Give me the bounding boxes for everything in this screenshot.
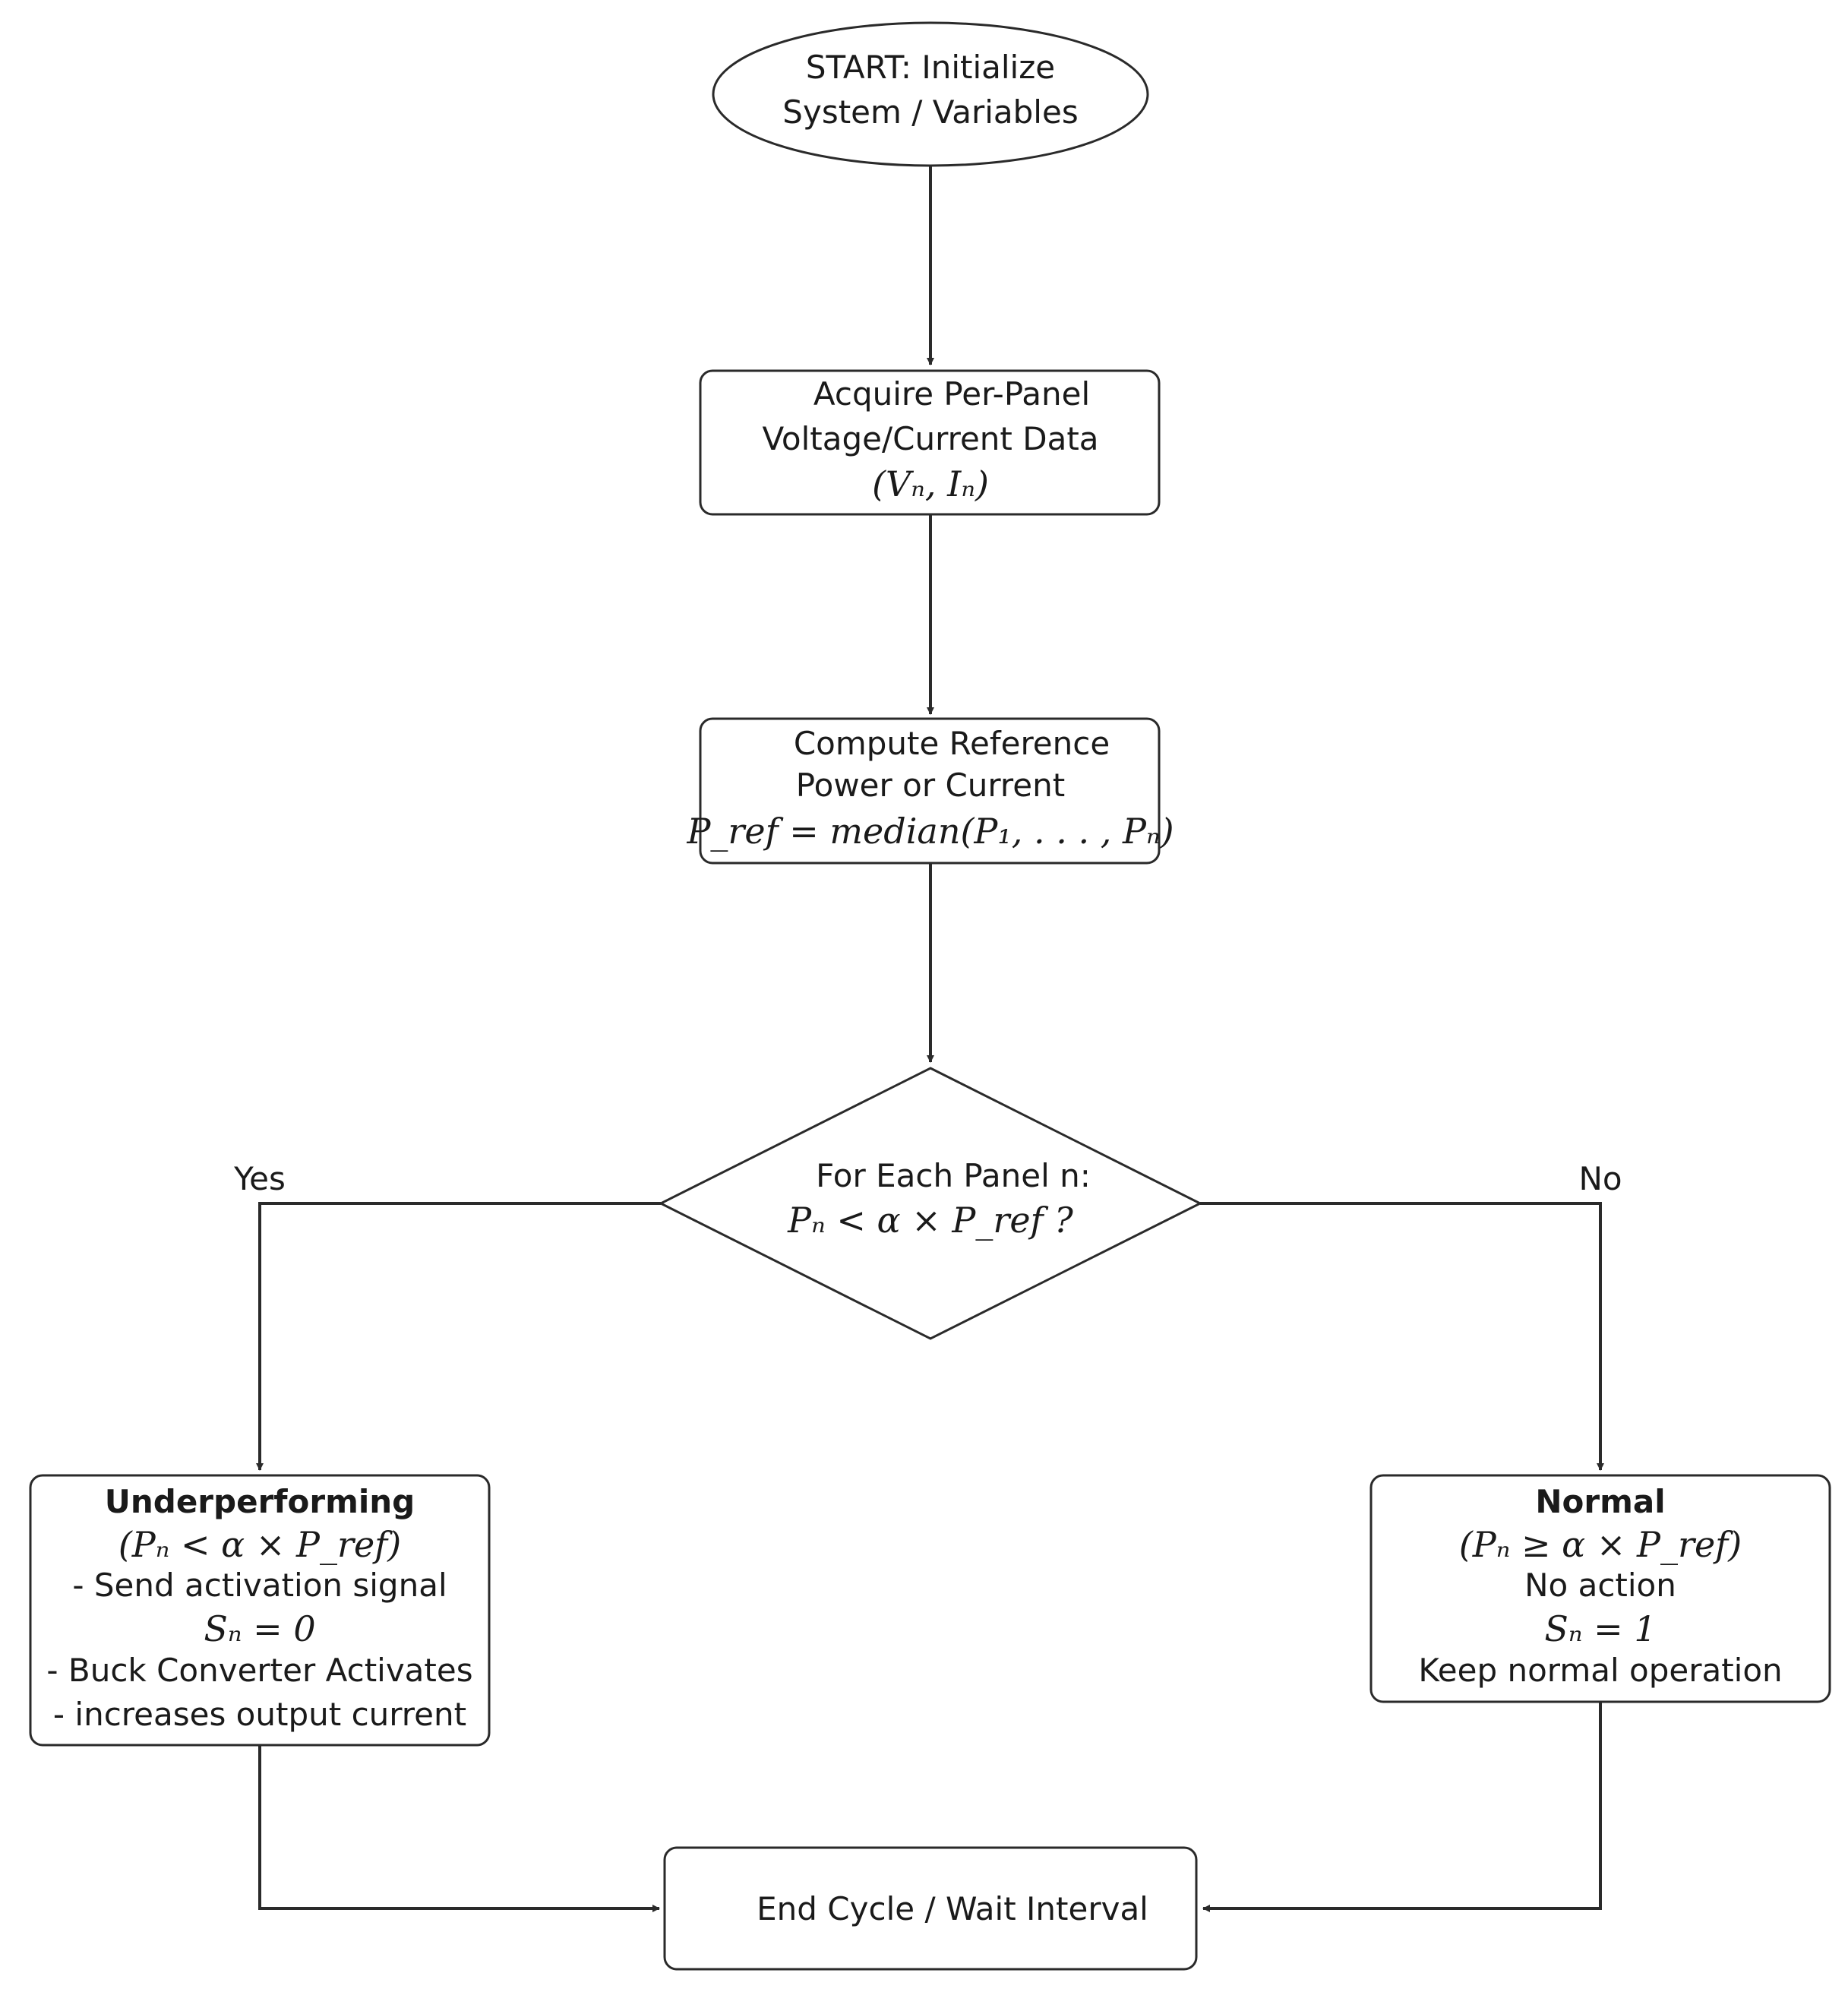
acquire-formula: (Vₙ, Iₙ) (872, 463, 989, 504)
under-condition: (Pₙ < α × P_ref) (118, 1524, 401, 1565)
normal-condition: (Pₙ ≥ α × P_ref) (1459, 1524, 1742, 1565)
under-line-2: Sₙ = 0 (204, 1608, 315, 1649)
end-label: End Cycle / Wait Interval (757, 1890, 1148, 1927)
compute-line-1: Compute Reference (794, 725, 1110, 762)
decision-line-2: Pₙ < α × P_ref ? (787, 1200, 1073, 1241)
compute-node: Compute Reference Power or Current P_ref… (686, 717, 1174, 865)
edge-decision-yes (256, 1202, 661, 1471)
edge-under-to-end (258, 1745, 660, 1912)
edge-normal-to-end (1202, 1702, 1602, 1912)
acquire-node: Acquire Per-Panel Voltage/Current Data (… (699, 369, 1161, 516)
acquire-line-2: Voltage/Current Data (762, 420, 1098, 457)
edges (256, 166, 1604, 1912)
edge-decision-no (1200, 1202, 1604, 1471)
under-line-3: - Buck Converter Activates (46, 1652, 472, 1689)
normal-line-1: No action (1524, 1567, 1676, 1604)
compute-line-2: Power or Current (796, 767, 1065, 804)
normal-line-2: Sₙ = 1 (1544, 1608, 1656, 1649)
start-line-1: START: Initialize (806, 49, 1055, 86)
normal-line-3: Keep normal operation (1418, 1652, 1782, 1689)
yes-label: Yes (233, 1160, 286, 1197)
under-line-4: - increases output current (53, 1696, 466, 1733)
acquire-line-1: Acquire Per-Panel (813, 375, 1090, 413)
decision-node: For Each Panel n: Pₙ < α × P_ref ? (658, 1067, 1203, 1340)
start-node: START: Initialize System / Variables (712, 21, 1149, 167)
normal-node: Normal (Pₙ ≥ α × P_ref) No action Sₙ = 1… (1369, 1474, 1831, 1703)
under-title: Underperforming (105, 1483, 415, 1520)
no-label: No (1578, 1160, 1622, 1197)
underperforming-node: Underperforming (Pₙ < α × P_ref) - Send … (29, 1474, 491, 1747)
end-node: End Cycle / Wait Interval (663, 1846, 1198, 1971)
decision-line-1: For Each Panel n: (816, 1157, 1091, 1194)
normal-title: Normal (1535, 1483, 1665, 1520)
compute-formula: P_ref = median(P₁, . . . , Pₙ) (686, 811, 1174, 852)
start-line-2: System / Variables (782, 93, 1078, 131)
under-line-1: - Send activation signal (72, 1567, 447, 1604)
